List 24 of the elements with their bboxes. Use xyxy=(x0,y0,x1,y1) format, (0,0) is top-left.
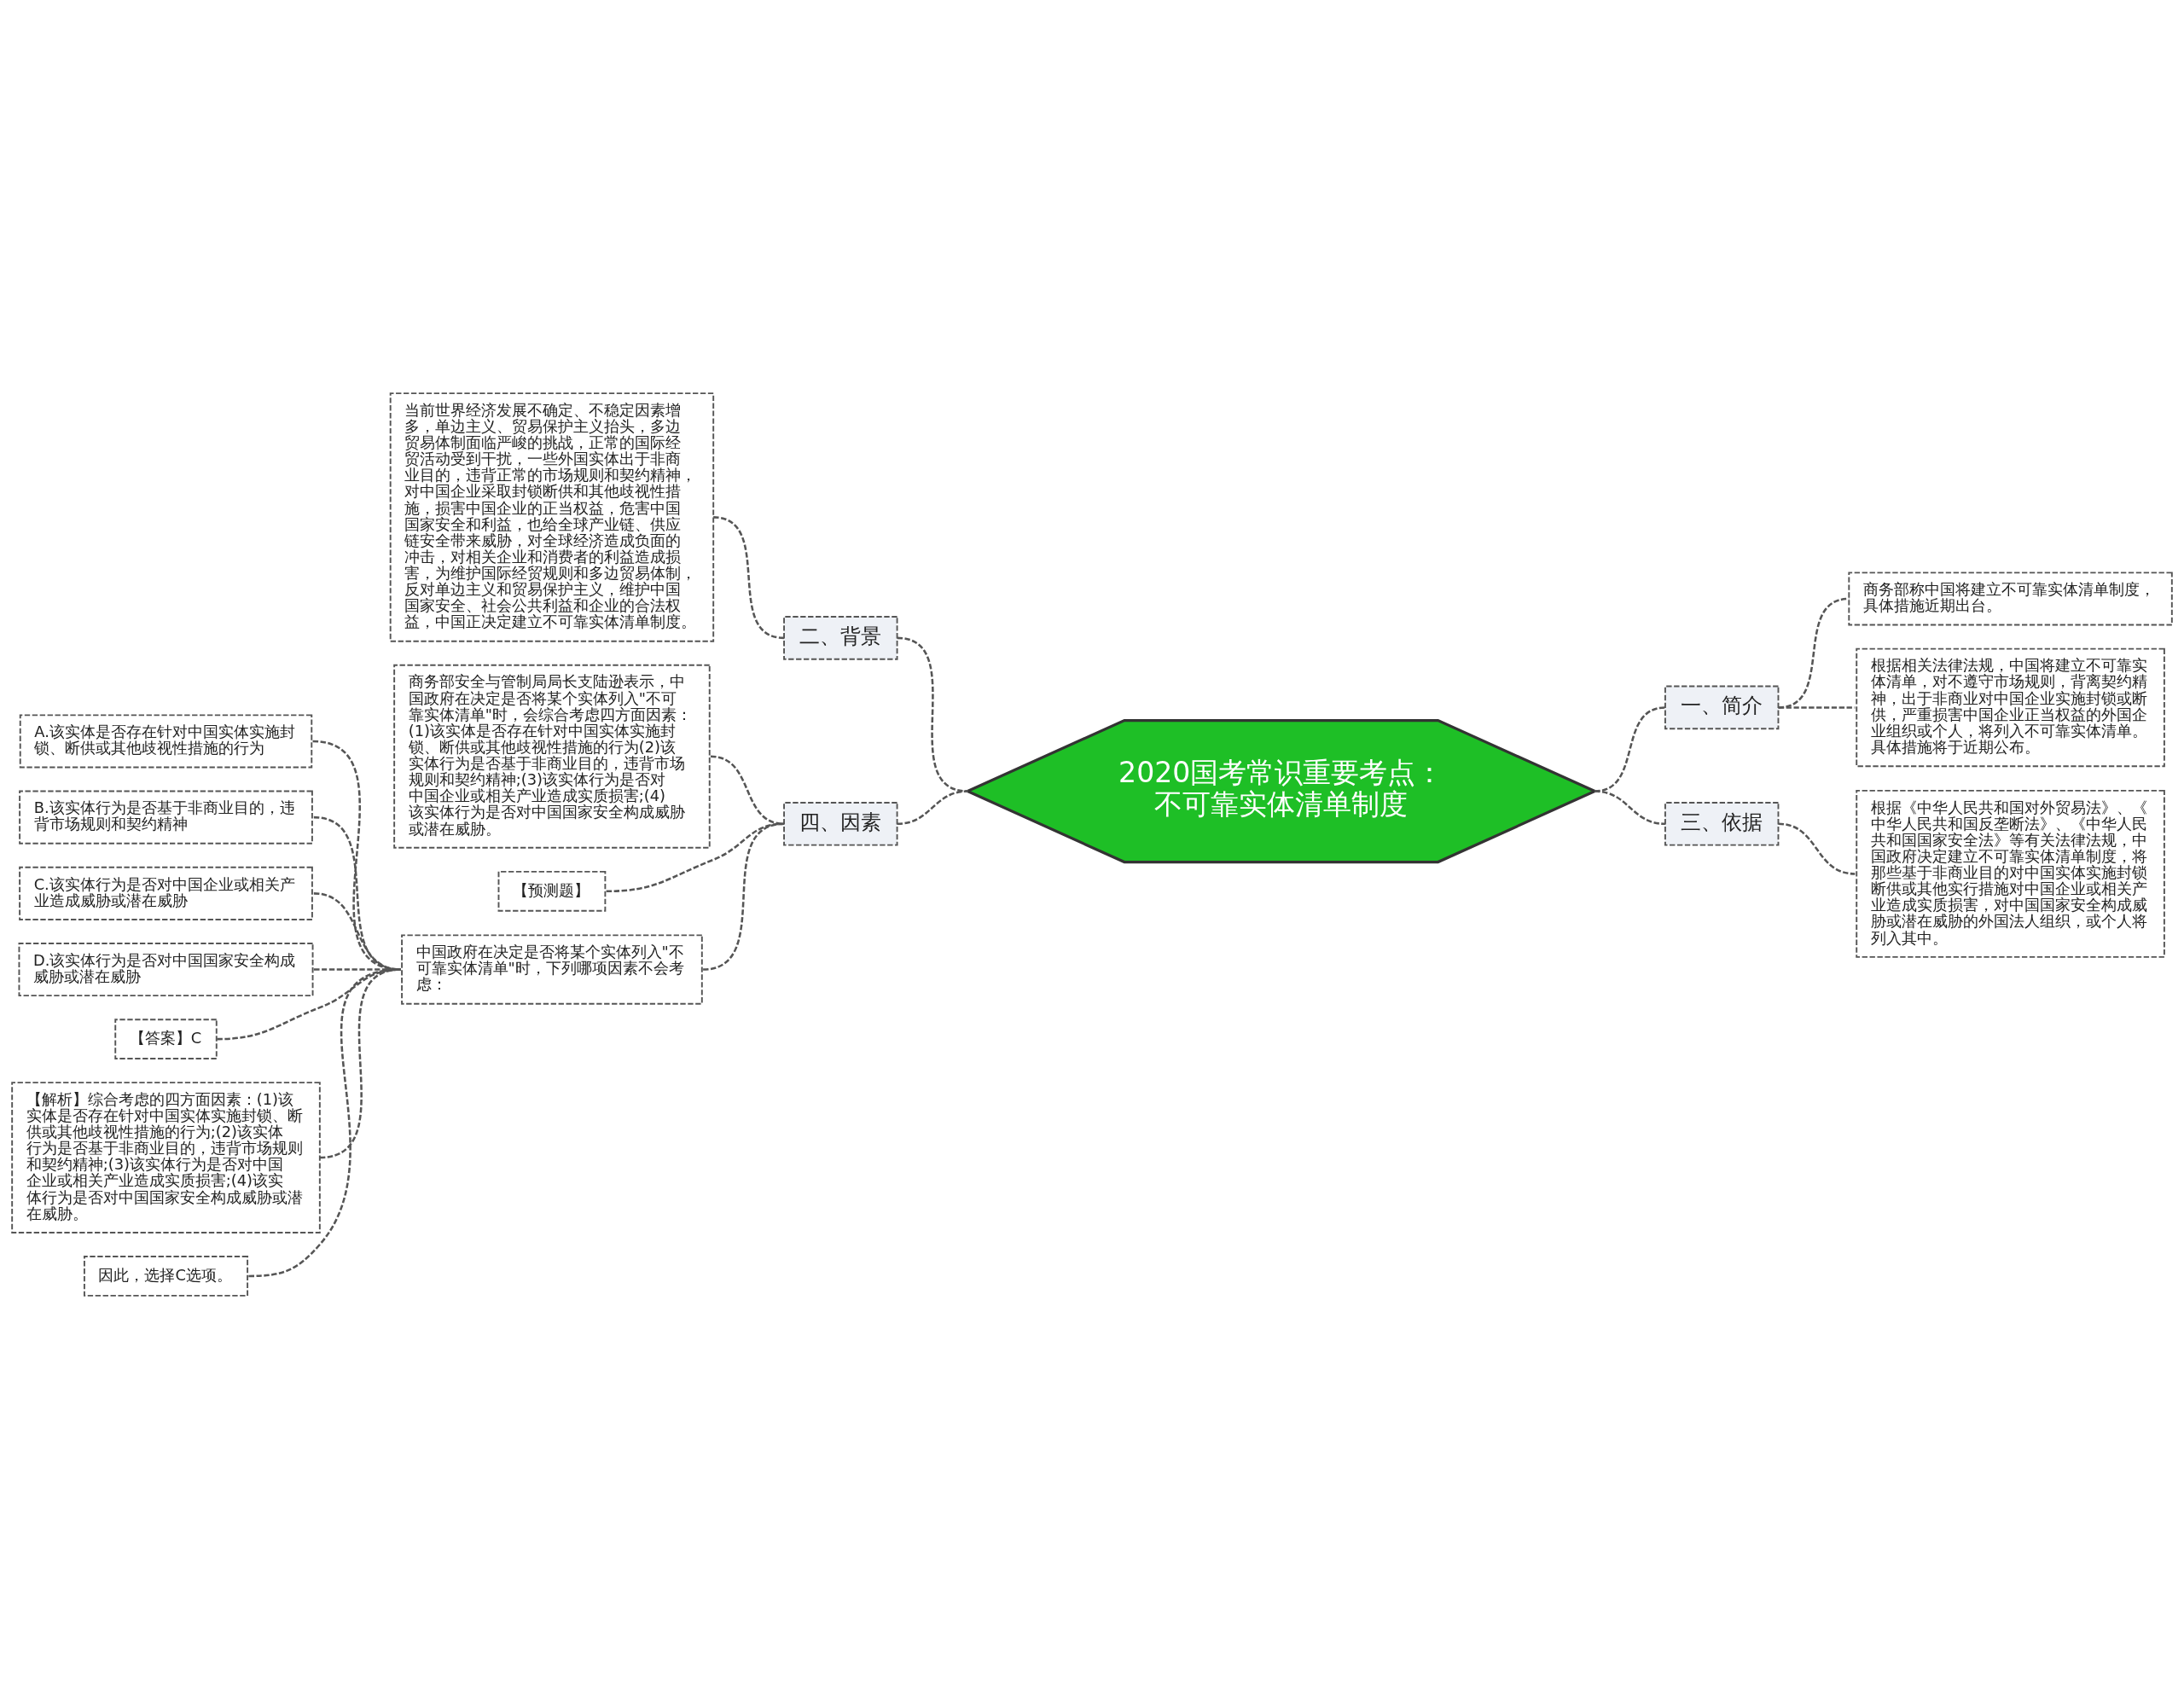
node-box: 根据《中华人民共和国对外贸易法》、《中华人民共和国反垄断法》、《中华人民共和国国家安全法》等有关法律法规，中国政府决定建立不可靠实体清单制度，将那些基于非商业目的对中国实体实施封锁断供或其他实行措施对中国企业或相关产业造成实质损害，对中国国家安全构成威胁或潜在威胁的外国法人组织，或个人将列入其中。 xyxy=(1856,789,2165,958)
node-box: B.该实体行为是否基于非商业目的，违背市场规则和契约精神 xyxy=(19,790,313,844)
node-box: 四、因素 xyxy=(783,801,898,846)
node-box: 中国政府在决定是否将某个实体列入"不可靠实体清单"时，下列哪项因素不会考虑： xyxy=(401,934,703,1005)
connector xyxy=(712,516,785,640)
connector xyxy=(1778,822,1856,875)
node-box: C.该实体行为是否对中国企业或相关产业造成威胁或潜在威胁 xyxy=(19,866,313,920)
node-box: 【预测题】 xyxy=(497,870,607,912)
connector xyxy=(1594,790,1666,826)
node-box: 商务部称中国将建立不可靠实体清单制度，具体措施近期出台。 xyxy=(1848,572,2173,626)
node-box: 【解析】综合考虑的四方面因素：(1)该实体是否存在针对中国实体实施封锁、断供或其他歧视性措施的行为;(2)该实体行为是否基于非商业目的，违背市场规则和契约精神;(3)该实体行为是否对中国企业或相关产业造成实质损害;(4)该实体行为是否对中国国家安全构成威胁或潜在威胁。 xyxy=(11,1082,321,1233)
node-box: A.该实体是否存在针对中国实体实施封锁、断供或其他歧视性措施的行为 xyxy=(19,714,313,769)
node-box: D.该实体行为是否对中国国家安全构成威胁或潜在威胁 xyxy=(18,943,314,997)
connector xyxy=(897,790,968,826)
node-box: 二、背景 xyxy=(783,616,898,660)
node-box: 一、简介 xyxy=(1664,685,1780,730)
node-box: 根据相关法律法规，中国将建立不可靠实体清单，对不遵守市场规则，背离契约精神，出于非商业对中国企业实施封锁或断供，严重损害中国企业正当权益的外国企业组织或个人，将列入不可靠实体清单。具体措施将于近期公布。 xyxy=(1856,647,2165,768)
node-box: 商务部安全与管制局局长支陆逊表示，中国政府在决定是否将某个实体列入"不可靠实体清单"时，会综合考虑四方面因素：(1)该实体是否存在针对中国实体实施封锁、断供或其他歧视性措施的行为(2)该实体行为是否基于非商业目的，违背市场规则和契约精神;(3)该实体行为是否对中国企业或相关产业造成实质损害;(4)该实体行为是否对中国国家安全构成威胁或潜在威胁。 xyxy=(393,664,711,849)
connector xyxy=(248,968,401,1278)
node-box: 【答案】C xyxy=(114,1019,218,1060)
node-box: 因此，选择C选项。 xyxy=(83,1256,249,1297)
node-box: 三、依据 xyxy=(1664,801,1780,846)
connector xyxy=(702,822,785,971)
node-box: 当前世界经济发展不确定、不稳定因素增多，单边主义、贸易保护主义抬头，多边贸易体制面临严峻的挑战，正常的国际经贸活动受到干扰，一些外国实体出于非商业目的，违背正常的市场规则和契约精神，对中国企业采取封锁断供和其他歧视性措施，损害中国企业的正当权益，危害中国国家安全和利益，也给全球产业链、供应链安全带来威胁，对全球经济造成负面的冲击，对相关企业和消费者的利益造成损害，为维护国际经贸规则和多边贸易体制，反对单边主义和贸易保护主义，维护中国国家安全、社会公共利益和企业的合法权益，中国正决定建立不可靠实体清单制度。 xyxy=(389,392,715,642)
